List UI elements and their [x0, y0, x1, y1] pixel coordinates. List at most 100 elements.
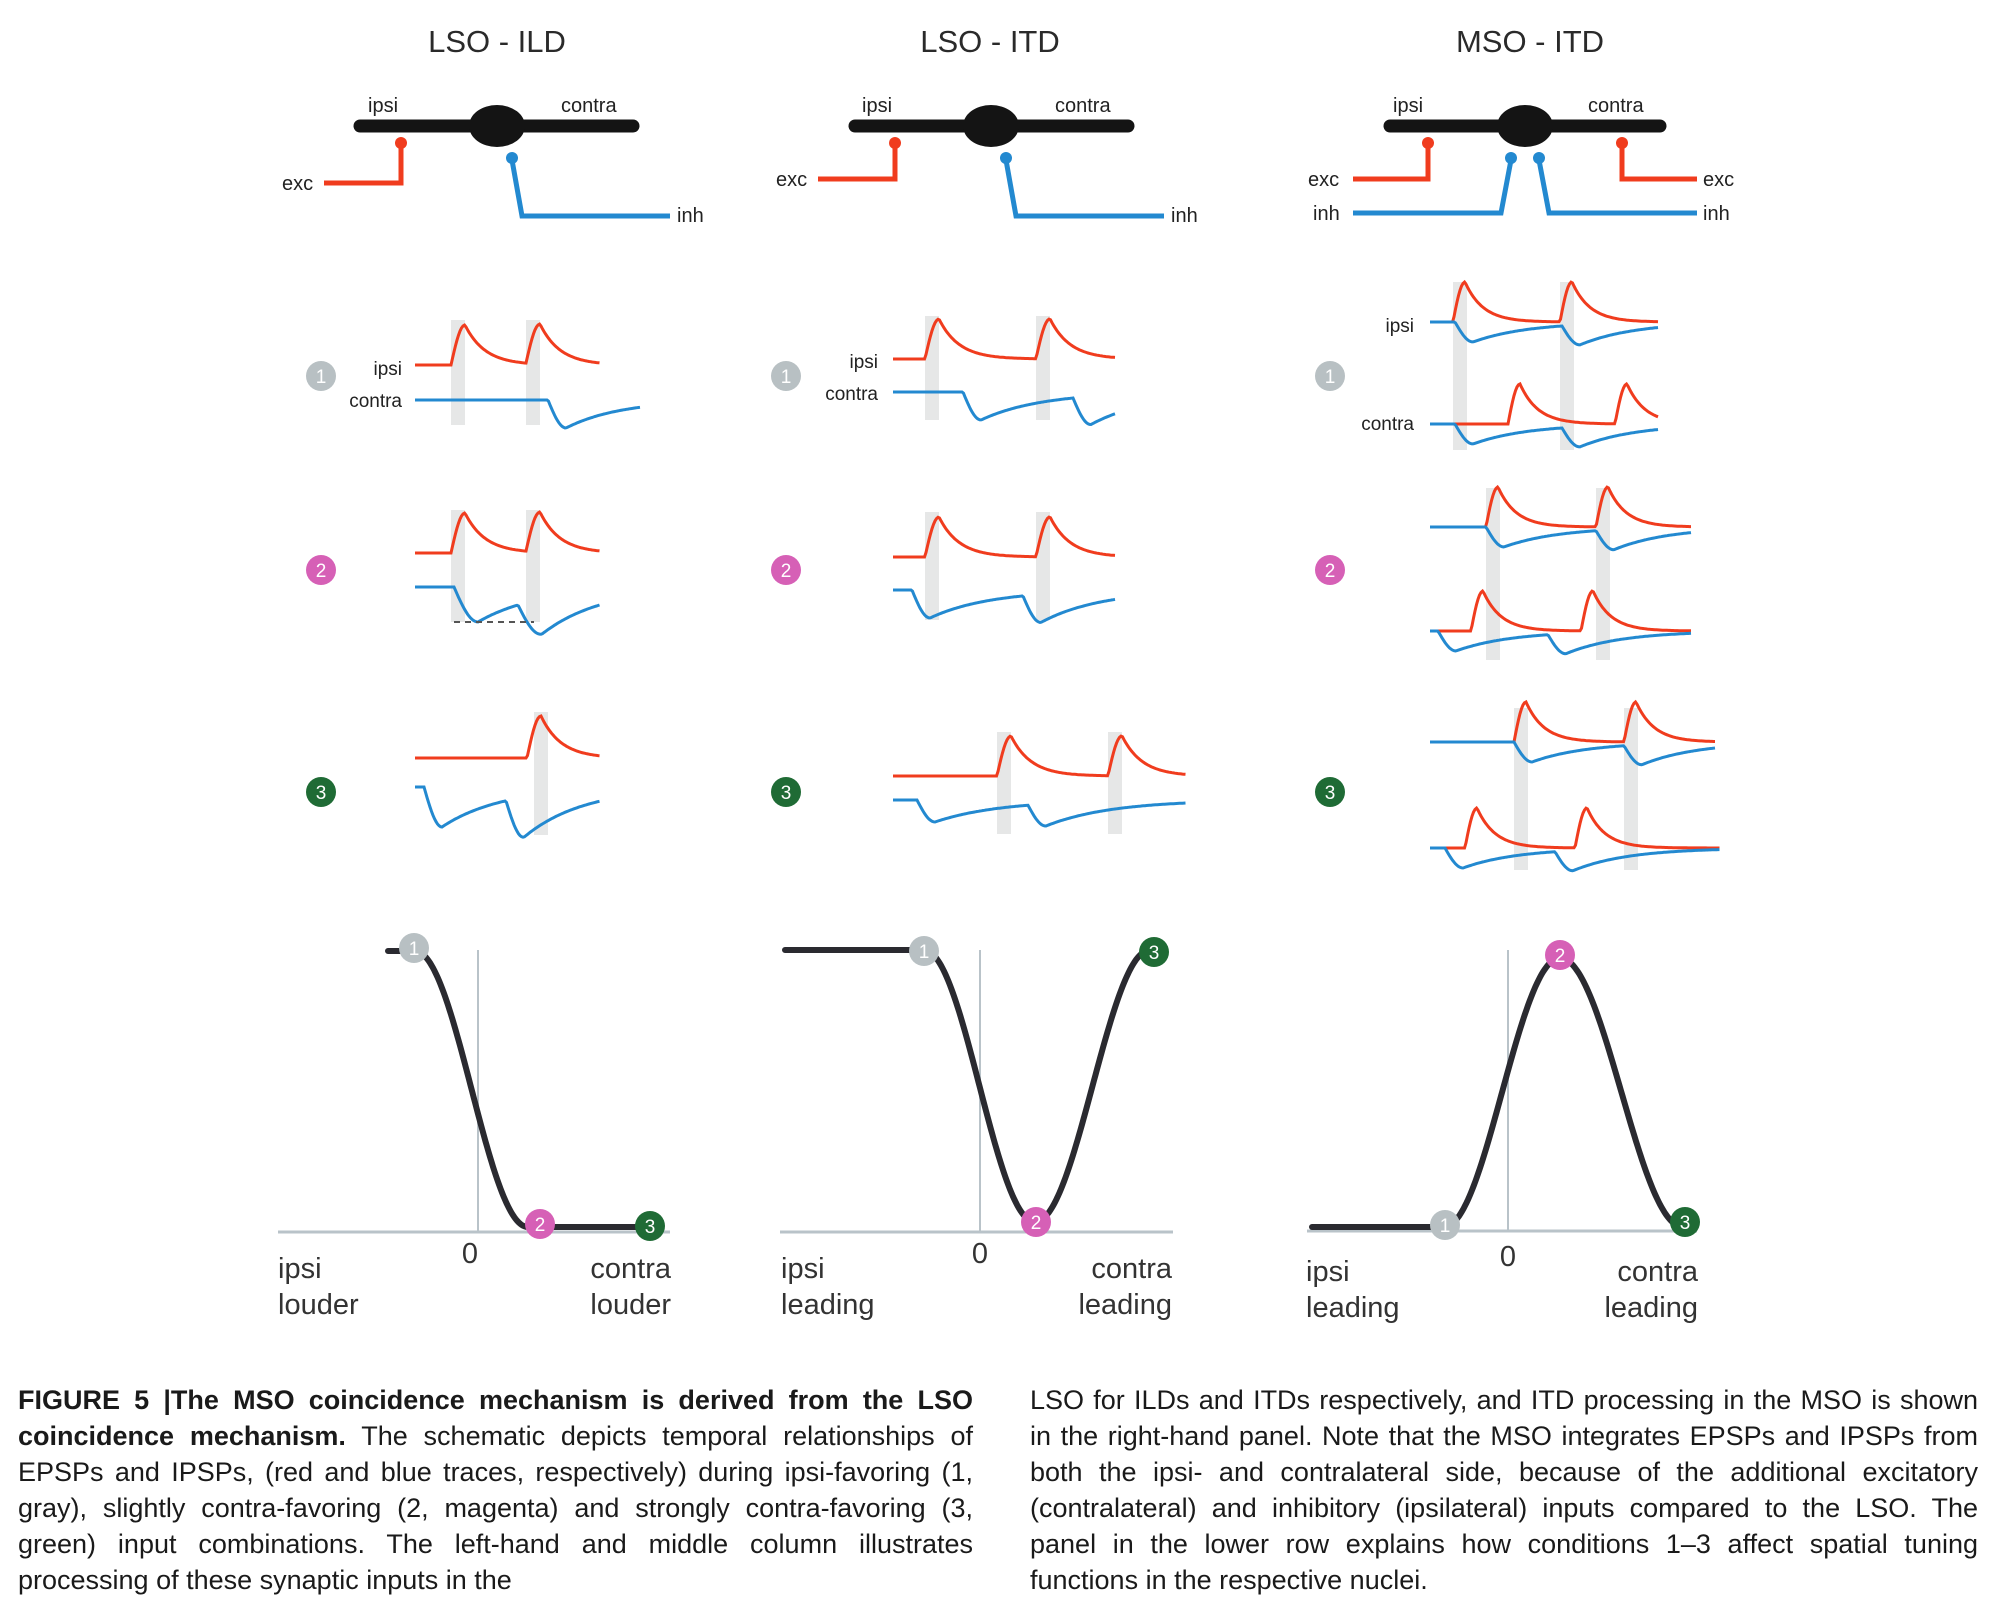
- label-exc: exc: [776, 169, 807, 191]
- trace-label-contra: contra: [349, 391, 402, 412]
- ipsp-trace: [1430, 629, 1692, 656]
- ipsp-trace: [1430, 320, 1659, 347]
- condition-1-marker: [909, 936, 939, 966]
- label-inh-left: inh: [1313, 203, 1340, 225]
- axis-right-1: contra: [1091, 1253, 1172, 1285]
- axis-left-1: ipsi: [1306, 1256, 1350, 1288]
- condition-2-label: 2: [1325, 561, 1336, 582]
- ipsp-trace: [893, 390, 1116, 427]
- label-ipsi: ipsi: [368, 95, 398, 117]
- soma-icon: [469, 105, 525, 147]
- ipsp-trace: [893, 798, 1186, 828]
- epsp-trace: [1430, 699, 1715, 744]
- neuron-schematic-mso-itd: ipsi contra exc inh exc inh: [1308, 95, 1734, 225]
- axis-left-2: louder: [278, 1289, 359, 1321]
- trace-label-contra: contra: [1361, 414, 1414, 435]
- condition-1-label: 1: [1440, 1216, 1451, 1237]
- condition-3-marker: [771, 777, 801, 807]
- ipsp-trace: [415, 398, 641, 430]
- psp-traces: [415, 279, 1720, 873]
- condition-1-marker: [1430, 1210, 1460, 1240]
- condition-2-marker: [771, 555, 801, 585]
- ipsp-trace: [1430, 740, 1716, 767]
- figure-label: FIGURE 5 |: [18, 1385, 171, 1415]
- ipsp-trace: [415, 585, 600, 636]
- soma-icon: [963, 105, 1019, 147]
- epsp-trace: [415, 510, 600, 555]
- condition-2-label: 2: [316, 561, 327, 582]
- condition-1-label: 1: [316, 367, 327, 388]
- panel-title-lso-ild: LSO - ILD: [428, 24, 566, 59]
- axis-zero: 0: [462, 1238, 478, 1270]
- tuning-curve: [385, 948, 658, 1230]
- axis-right-2: louder: [590, 1289, 671, 1321]
- coincidence-window: [1596, 488, 1610, 660]
- label-ipsi: ipsi: [862, 95, 892, 117]
- condition-2-marker: [1545, 940, 1575, 970]
- label-contra: contra: [1588, 95, 1644, 117]
- tuning-curve: [1309, 955, 1686, 1230]
- label-inh-right: inh: [1703, 203, 1730, 225]
- condition-3-marker: [1670, 1207, 1700, 1237]
- condition-2-label: 2: [781, 561, 792, 582]
- trace-label-ipsi: ipsi: [373, 359, 402, 380]
- trace-label-contra: contra: [825, 384, 878, 405]
- label-exc: exc: [282, 173, 313, 195]
- neuron-schematic-lso-itd: ipsi contra exc inh: [776, 95, 1198, 227]
- label-inh: inh: [1171, 205, 1198, 227]
- caption-body-left: The schematic depicts temporal relations…: [18, 1421, 973, 1595]
- condition-2-label: 2: [1555, 946, 1566, 967]
- epsp-trace: [1430, 279, 1659, 324]
- panel-title-lso-itd: LSO - ITD: [920, 24, 1060, 59]
- coincidence-window: [1560, 282, 1574, 450]
- condition-2-marker: [1021, 1207, 1051, 1237]
- label-exc-right: exc: [1703, 169, 1734, 191]
- condition-1-label: 1: [409, 939, 420, 960]
- label-inh: inh: [677, 205, 704, 227]
- trace-label-ipsi: ipsi: [849, 352, 878, 373]
- condition-1-label: 1: [781, 367, 792, 388]
- epsp-trace: [893, 734, 1186, 778]
- condition-1-marker: [306, 361, 336, 391]
- condition-1-label: 1: [919, 942, 930, 963]
- axis-left-2: leading: [781, 1289, 875, 1321]
- epsp-trace: [1430, 381, 1659, 426]
- label-ipsi: ipsi: [1393, 95, 1423, 117]
- neuron-schematic-lso-ild: ipsi contra exc inh: [282, 95, 704, 227]
- condition-3-marker: [1315, 777, 1345, 807]
- epsp-trace: [1430, 805, 1720, 850]
- epsp-trace: [1430, 484, 1691, 529]
- condition-2-marker: [525, 1209, 555, 1239]
- label-contra: contra: [561, 95, 617, 117]
- axis-zero: 0: [972, 1238, 988, 1270]
- condition-1-marker: [399, 933, 429, 963]
- axis-right-1: contra: [590, 1253, 671, 1285]
- axis-right-1: contra: [1617, 1256, 1698, 1288]
- figure-5: LSO - ILD LSO - ITD MSO - ITD ipsi contr…: [278, 24, 1734, 1324]
- condition-1-label: 1: [1325, 367, 1336, 388]
- axis-left-2: leading: [1306, 1292, 1400, 1324]
- label-contra: contra: [1055, 95, 1111, 117]
- condition-3-label: 3: [1149, 943, 1160, 964]
- condition-3-label: 3: [1325, 783, 1336, 804]
- panel-title-mso-itd: MSO - ITD: [1456, 24, 1604, 59]
- figure-title: The MSO coincidence mechanism is derived…: [18, 1385, 973, 1451]
- condition-3-marker: [1139, 937, 1169, 967]
- tuning-curve: [782, 947, 1153, 1226]
- condition-markers: 1 2 3 1 2 3 1 2 3: [306, 361, 1345, 807]
- condition-2-label: 2: [535, 1215, 546, 1236]
- axis-right-2: leading: [1604, 1292, 1698, 1324]
- axis-right-2: leading: [1078, 1289, 1172, 1321]
- condition-3-marker: [635, 1211, 665, 1241]
- condition-3-label: 3: [316, 783, 327, 804]
- ipsp-trace: [1430, 422, 1659, 449]
- epsp-trace: [415, 714, 600, 760]
- condition-3-label: 3: [645, 1217, 656, 1238]
- condition-2-label: 2: [1031, 1213, 1042, 1234]
- condition-3-label: 3: [781, 783, 792, 804]
- ipsp-trace: [1430, 525, 1692, 552]
- coincidence-window: [1624, 708, 1638, 870]
- epsp-trace: [893, 515, 1116, 559]
- ipsp-trace: [893, 588, 1116, 624]
